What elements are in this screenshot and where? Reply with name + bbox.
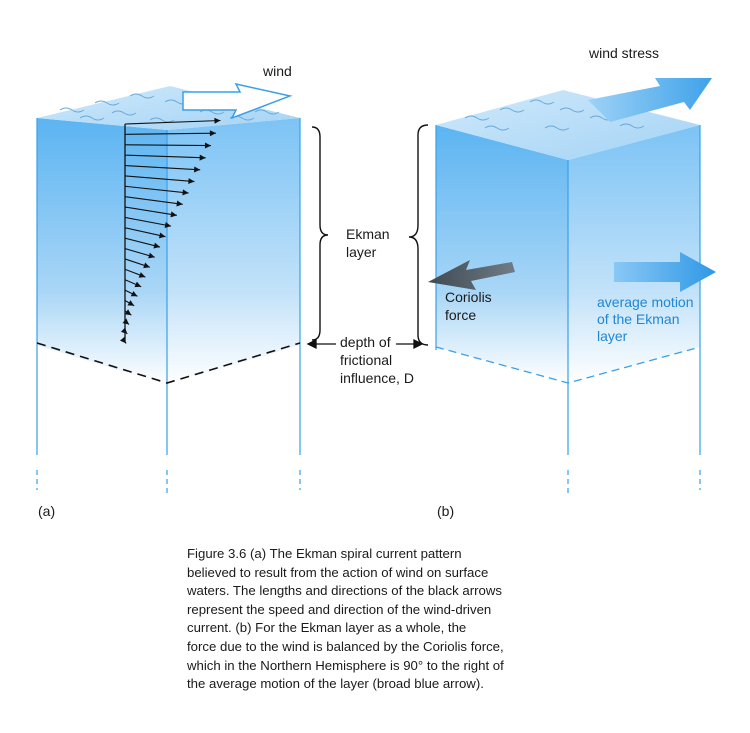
wind-stress-arrow — [588, 78, 712, 122]
caption-line: which in the Northern Hemisphere is 90° … — [187, 657, 504, 673]
spiral-arrowhead — [130, 290, 138, 297]
spiral-arrowhead — [209, 130, 216, 137]
spiral-arrowhead — [134, 281, 142, 288]
depth-of-influence-line-a — [36, 342, 301, 384]
block-a-side-face — [167, 118, 300, 385]
spiral-arrow — [124, 206, 177, 216]
block-b-front-face — [436, 125, 568, 383]
coriolis-label-line2: force — [445, 307, 477, 323]
spiral-arrow — [124, 216, 172, 227]
spiral-arrowhead — [176, 200, 183, 207]
average-motion-label-line2: of the Ekman — [597, 311, 680, 327]
ekman-layer-label-line1: Ekman — [346, 226, 390, 242]
wind-stress-label: wind stress — [589, 45, 660, 61]
surface-ripples-a — [59, 93, 280, 123]
depth-label-line2: frictional — [340, 352, 393, 368]
spiral-arrowhead — [204, 142, 211, 149]
ekman-layer-label-line2: layer — [346, 244, 377, 260]
panel-b-tag: (b) — [437, 503, 455, 519]
spiral-arrowhead — [214, 117, 221, 124]
block-b-side-face — [568, 125, 700, 383]
ekman-layer-brace-b — [408, 124, 429, 346]
spiral-arrowhead — [170, 211, 177, 218]
spiral-arrow — [124, 132, 216, 135]
spiral-arrowhead — [127, 300, 135, 306]
spiral-arrowhead — [143, 262, 150, 269]
ekman-layer-bottom-b — [435, 346, 701, 384]
average-motion-arrow — [614, 252, 716, 292]
caption-line: represent the speed and direction of the… — [187, 601, 492, 617]
spiral-arrowhead — [124, 309, 132, 316]
spiral-arrowhead — [199, 154, 206, 161]
average-motion-label-line1: average motion — [597, 294, 694, 310]
spiral-arrow — [124, 185, 189, 194]
spiral-arrow — [124, 196, 183, 205]
block-a-front-face — [37, 118, 167, 385]
spiral-arrowhead — [153, 242, 160, 249]
caption-line: force due to the wind is balanced by the… — [187, 638, 504, 654]
caption-line: Figure 3.6 (a) The Ekman spiral current … — [187, 546, 462, 561]
spiral-arrowhead — [188, 178, 195, 185]
spiral-arrowhead — [164, 222, 172, 228]
spiral-arrow — [124, 164, 201, 171]
spiral-arrow — [124, 237, 161, 248]
spiral-arrowhead — [182, 189, 189, 196]
caption-line: the average motion of the layer (broad b… — [187, 676, 484, 692]
average-motion-label-line3: layer — [597, 328, 628, 344]
spiral-arrowhead — [120, 327, 128, 334]
panel-a-block — [36, 86, 301, 495]
panel-a-tag: (a) — [38, 503, 56, 519]
figure-caption: Figure 3.6 (a) The Ekman spiral current … — [187, 545, 567, 694]
spiral-arrowhead — [122, 318, 130, 325]
surface-ripples-b — [464, 99, 645, 131]
spiral-arrow — [124, 175, 195, 183]
ekman-layer-brace-a — [311, 126, 329, 341]
ekman-spiral-arrows — [119, 117, 221, 344]
block-b-top-face — [436, 90, 700, 160]
caption-line: current. (b) For the Ekman layer as a wh… — [187, 620, 467, 636]
depth-pointer-arrows — [306, 338, 424, 350]
wind-label: wind — [263, 63, 292, 79]
spiral-arrow — [124, 227, 166, 238]
spiral-arrow — [124, 144, 211, 147]
spiral-arrowhead — [158, 232, 166, 239]
spiral-arrowhead — [119, 336, 127, 344]
coriolis-force-arrow — [428, 260, 515, 290]
spiral-arrowhead — [138, 272, 146, 278]
spiral-arrow — [124, 154, 206, 159]
panel-b-block — [435, 90, 701, 495]
caption-line: waters. The lengths and directions of th… — [187, 583, 502, 599]
depth-label-line1: depth of — [340, 334, 391, 350]
wind-arrow — [182, 82, 293, 120]
depth-label-line3: influence, D — [340, 370, 414, 386]
coriolis-label-line1: Coriolis — [445, 289, 492, 305]
caption-line: believed to result from the action of wi… — [187, 564, 489, 580]
spiral-arrowhead — [194, 166, 201, 173]
spiral-arrow — [124, 119, 221, 125]
spiral-arrowhead — [148, 252, 155, 259]
